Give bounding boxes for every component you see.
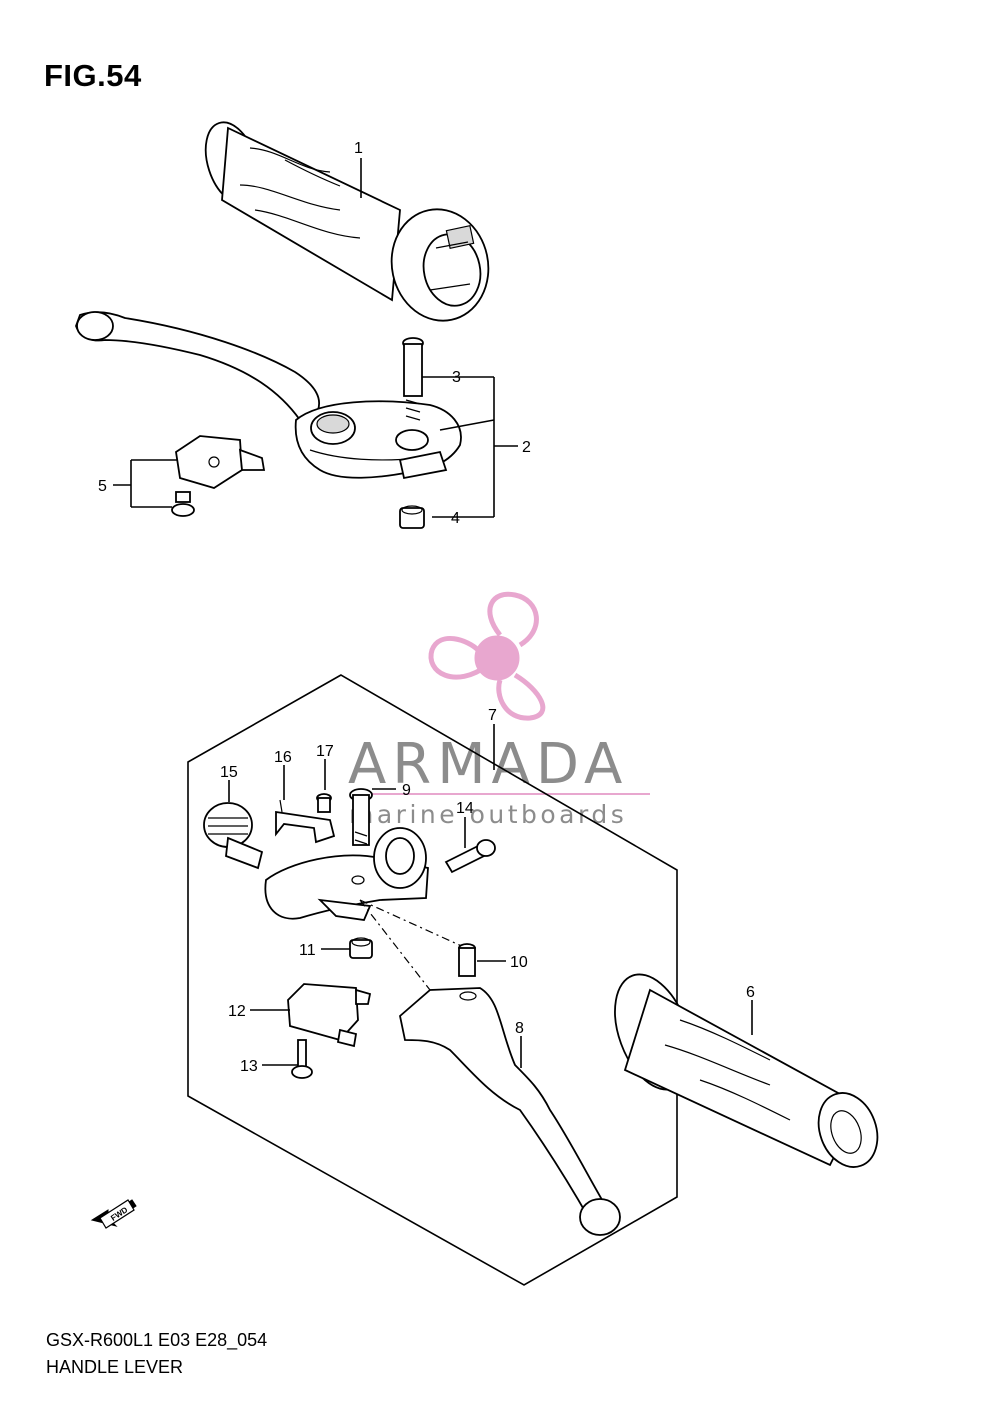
clutch-switch-part [287,983,372,1048]
callout-label: 12 [228,1003,246,1020]
left-grip-part [614,973,879,1168]
lever-nut-part [349,937,373,959]
callout-label: 8 [515,1020,524,1037]
lever-holder-part [264,827,429,921]
callout-label: 13 [240,1058,258,1075]
figure-caption: HANDLE LEVER [46,1357,184,1377]
lever-pivot-bolt-part [349,788,373,846]
switch-screw-part [291,1039,313,1079]
callout-label: 2 [522,439,531,456]
callout-label: 14 [456,800,474,817]
figure-title: FIG.54 [44,58,142,93]
callout-label: 1 [354,140,363,157]
callout-label: 17 [316,743,334,760]
spring-clip-part [275,799,336,844]
model-code: GSX-R600L1 E03 E28_054 [46,1330,268,1350]
watermark-tagline: marine outboards [349,800,627,829]
callout-label: 16 [274,749,292,766]
assembly-boundary [187,674,678,1286]
fwd-arrow-icon: FWD [90,1199,137,1229]
brake-switch-part [171,435,266,517]
bushing-part [458,943,476,977]
nut-part [399,505,425,529]
callout-label: 9 [402,782,411,799]
small-bolt-part [316,793,332,813]
callout-label: 4 [451,510,460,527]
callout-label: 10 [510,954,528,971]
callout-label: 7 [488,707,497,724]
callout-label: 5 [98,478,107,495]
throttle-grip-part [204,121,490,322]
pivot-bolt-part [402,337,424,421]
watermark-name: ARMADA [348,732,628,797]
callout-label: 6 [746,984,755,1001]
callout-label: 11 [299,942,316,959]
propeller-logo [428,591,546,721]
clamp-bolt-part [444,839,496,874]
clutch-lever-part [399,987,621,1236]
adjuster-part [203,802,264,870]
callout-label: 15 [220,764,238,781]
callout-label: 3 [452,369,461,386]
